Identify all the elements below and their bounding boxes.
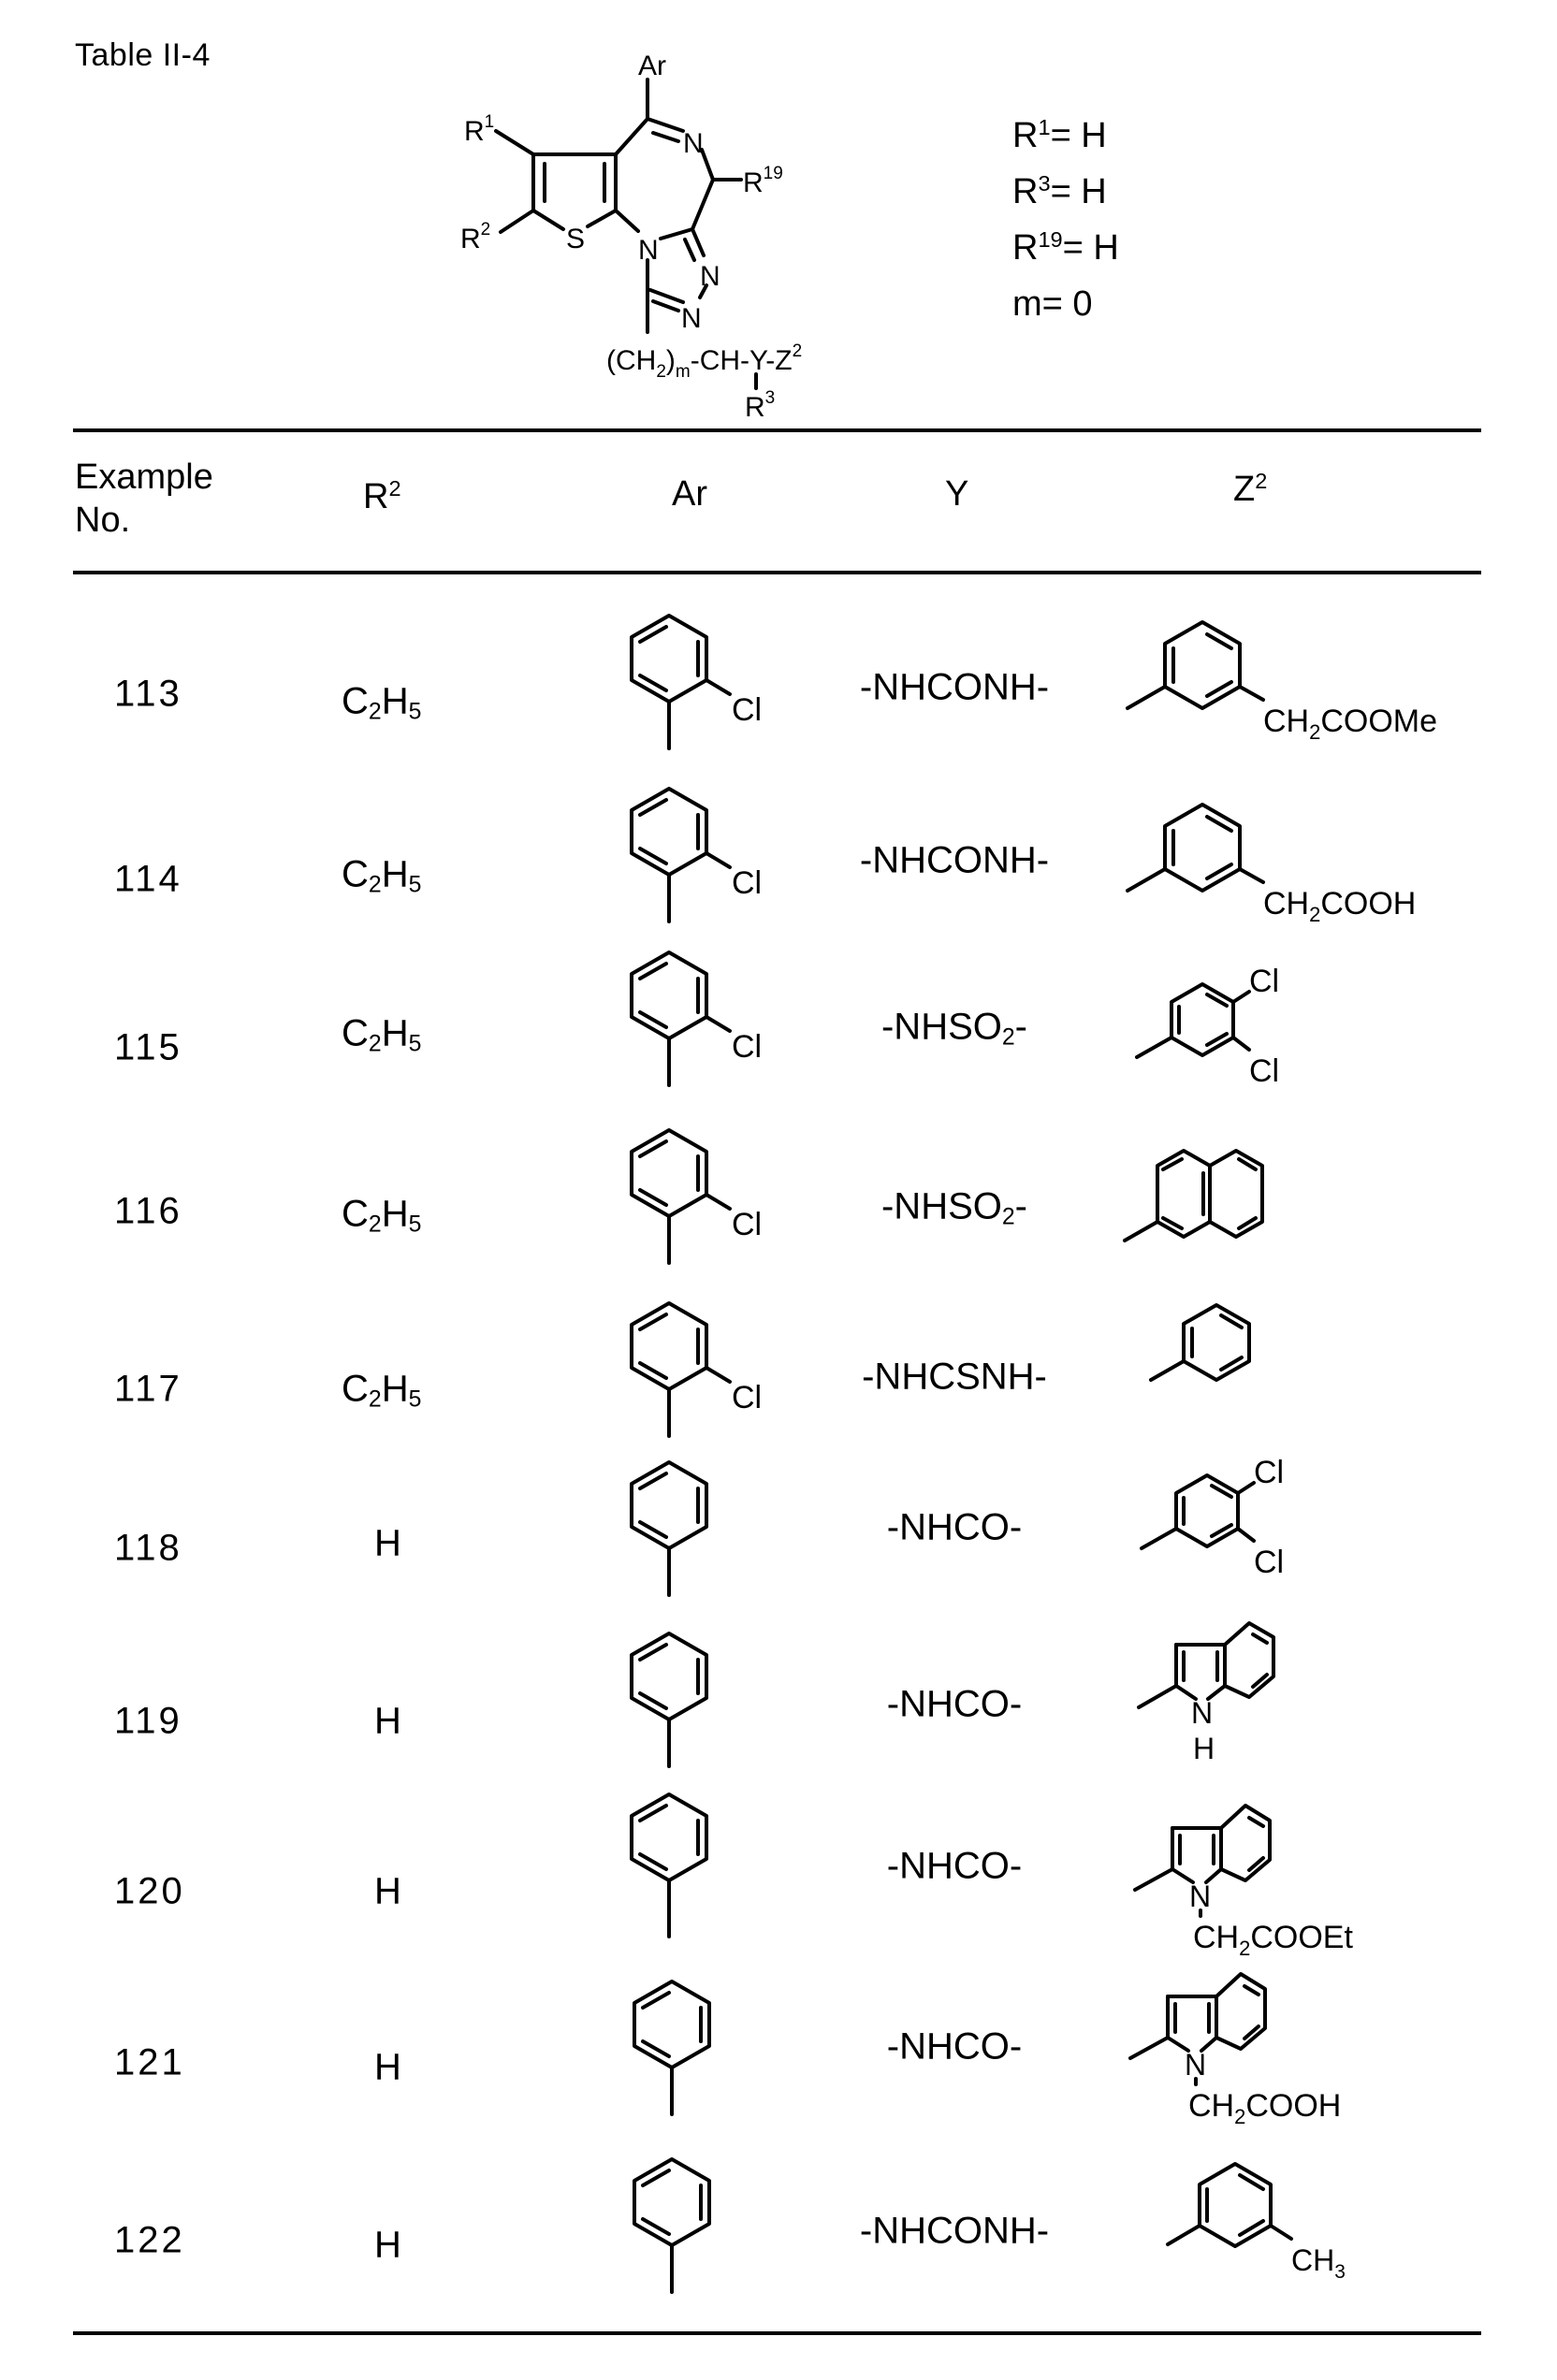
example-number: 118	[114, 1527, 182, 1569]
table-header-rule	[73, 571, 1481, 574]
z2-structure: Cl Cl	[1135, 964, 1279, 1089]
svg-text:N: N	[683, 128, 704, 159]
svg-text:Cl: Cl	[732, 692, 762, 728]
z2-structure-phenyl	[1149, 1303, 1251, 1382]
example-number: 115	[114, 1026, 182, 1068]
svg-text:N: N	[1185, 2048, 1206, 2082]
svg-text:R1: R1	[464, 112, 494, 147]
r2-value: H	[374, 2224, 401, 2266]
z2-structure: Cl Cl	[1140, 1455, 1284, 1580]
svg-text:N: N	[638, 235, 659, 266]
r2-value: C2H5	[342, 853, 422, 898]
condition-r1: R1= H	[1012, 115, 1107, 155]
ar-structure-phenyl	[630, 1460, 708, 1597]
scaffold-ar-label: Ar	[638, 51, 666, 81]
example-number: 119	[114, 1700, 182, 1742]
svg-text:Cl: Cl	[1254, 1455, 1284, 1490]
ar-structure-phenyl	[630, 1632, 708, 1768]
z2-structure: CH2COOH	[1126, 803, 1416, 926]
header-example-no: Example No.	[75, 457, 213, 540]
z2-structure-naphthyl	[1123, 1149, 1264, 1242]
svg-text:Cl: Cl	[1254, 1545, 1284, 1580]
svg-text:Cl: Cl	[732, 1029, 762, 1065]
r2-value: H	[374, 2046, 401, 2088]
header-y: Y	[945, 474, 969, 514]
example-number: 117	[114, 1368, 182, 1410]
ar-structure-phenyl	[630, 1792, 708, 1938]
svg-text:CH2COOH: CH2COOH	[1263, 886, 1416, 926]
ar-structure-2-chlorophenyl: Cl	[630, 1128, 762, 1265]
condition-r3: R3= H	[1012, 171, 1107, 211]
svg-text:Cl: Cl	[732, 1380, 762, 1415]
y-linker: -NHCO-	[886, 1845, 1023, 1887]
ar-structure-phenyl	[633, 2157, 711, 2294]
example-number: 114	[114, 858, 182, 900]
ar-structure-2-chlorophenyl: Cl	[630, 614, 762, 750]
condition-m: m= 0	[1012, 284, 1093, 324]
r2-value: C2H5	[342, 1368, 422, 1413]
condition-r19: R19= H	[1012, 227, 1119, 268]
z2-structure: CH2COOMe	[1126, 620, 1437, 744]
table-top-rule	[73, 428, 1481, 432]
svg-text:R19: R19	[743, 164, 783, 198]
ar-structure-2-chlorophenyl: Cl	[630, 951, 762, 1087]
svg-text:R3: R3	[745, 388, 775, 423]
example-number: 122	[114, 2219, 185, 2261]
r2-value: H	[374, 1522, 401, 1564]
svg-text:CH2COOMe: CH2COOMe	[1263, 704, 1437, 744]
z2-structure-indolyl: N CH2COOH	[1128, 1972, 1341, 2128]
svg-text:CH3: CH3	[1291, 2243, 1346, 2283]
header-z2: Z2	[1233, 469, 1268, 509]
svg-text:N: N	[1189, 1879, 1211, 1913]
ar-structure-2-chlorophenyl: Cl	[630, 1301, 762, 1438]
y-linker: -NHCSNH-	[862, 1356, 1047, 1398]
example-number: 120	[114, 1870, 185, 1912]
example-number: 116	[114, 1190, 182, 1232]
y-linker: -NHSO2-	[880, 1006, 1027, 1051]
svg-text:N: N	[1191, 1696, 1213, 1730]
z2-structure-tolyl: CH3	[1166, 2162, 1346, 2283]
r2-value: C2H5	[342, 680, 422, 725]
y-linker: -NHSO2-	[880, 1185, 1027, 1230]
y-linker: -NHCONH-	[859, 839, 1050, 881]
ar-structure-phenyl	[633, 1980, 711, 2116]
svg-text:H: H	[1193, 1732, 1215, 1765]
svg-text:Cl: Cl	[1249, 964, 1279, 999]
svg-text:Cl: Cl	[732, 865, 762, 901]
y-linker: -NHCONH-	[859, 2210, 1050, 2252]
svg-text:R2: R2	[460, 220, 490, 254]
table-bottom-rule	[73, 2331, 1481, 2335]
svg-text:N: N	[700, 261, 720, 292]
y-linker: -NHCO-	[886, 1683, 1023, 1725]
svg-text:(CH2)m-CH-Y-Z2: (CH2)m-CH-Y-Z2	[606, 341, 802, 382]
z2-structure-indolyl: N CH2COOEt	[1133, 1804, 1353, 1960]
header-r2: R2	[363, 476, 401, 516]
r2-value: H	[374, 1870, 401, 1912]
example-number: 113	[114, 673, 182, 715]
svg-text:CH2COOH: CH2COOH	[1188, 2088, 1341, 2128]
y-linker: -NHCO-	[886, 1506, 1023, 1548]
y-linker: -NHCONH-	[859, 666, 1050, 708]
table-title: Table II-4	[75, 37, 211, 73]
svg-text:Cl: Cl	[1249, 1053, 1279, 1089]
r2-value: H	[374, 1700, 401, 1742]
svg-text:Cl: Cl	[732, 1207, 762, 1242]
r2-value: C2H5	[342, 1012, 422, 1057]
svg-text:N: N	[681, 303, 702, 334]
svg-text:S: S	[566, 224, 585, 254]
z2-structure-indolyl: N H	[1137, 1621, 1275, 1765]
scaffold-structure: Ar R1 R2 S N R19 N N N (CH2)m-CH-Y-Z2 R3	[460, 51, 802, 423]
svg-text:CH2COOEt: CH2COOEt	[1193, 1920, 1353, 1960]
r2-value: C2H5	[342, 1193, 422, 1238]
header-ar: Ar	[672, 474, 707, 514]
y-linker: -NHCO-	[886, 2025, 1023, 2068]
substituent-conditions: R1= H R3= H R19= H m= 0	[1012, 108, 1119, 332]
ar-structure-2-chlorophenyl: Cl	[630, 787, 762, 923]
example-number: 121	[114, 2041, 185, 2083]
